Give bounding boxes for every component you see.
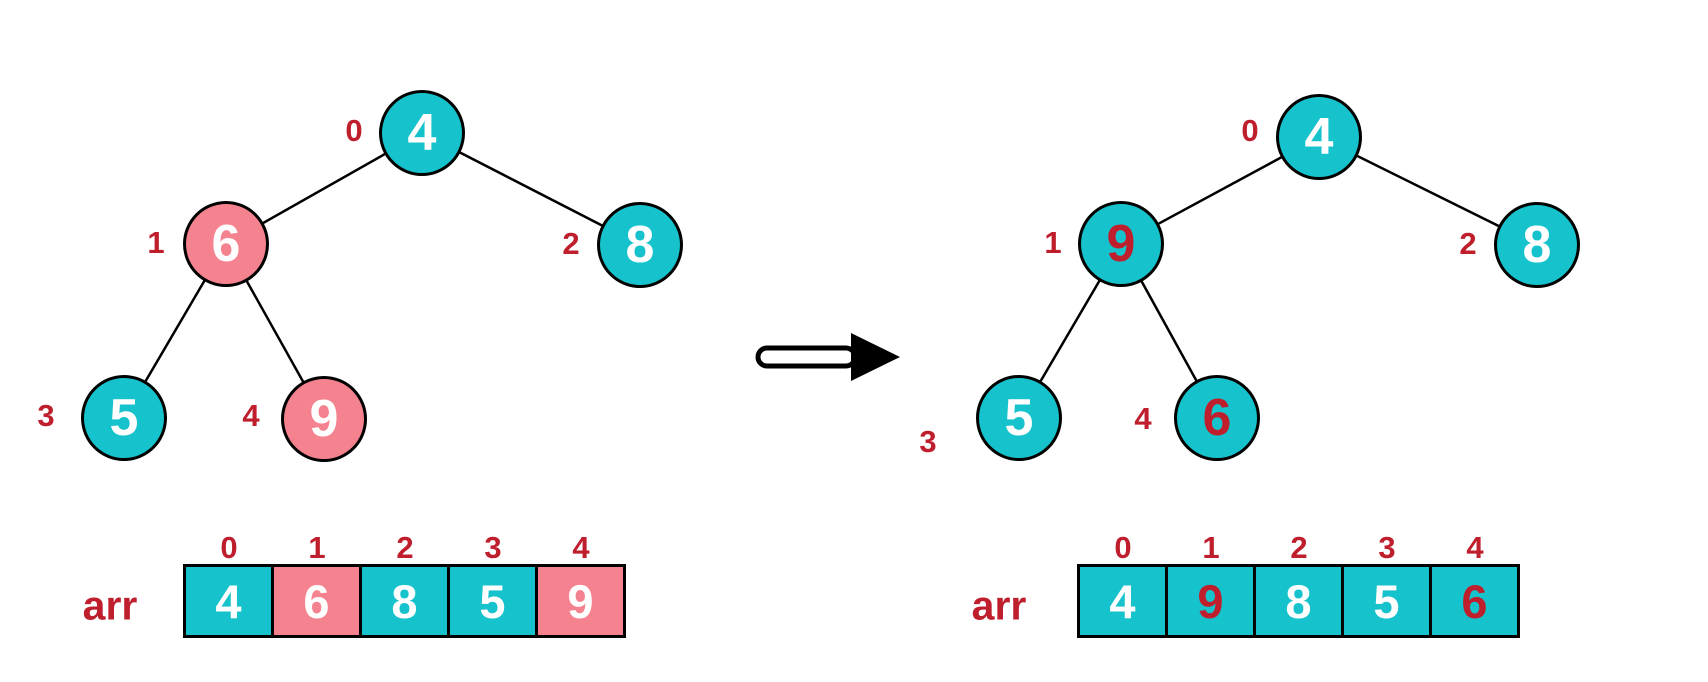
tree-node-value: 6 bbox=[211, 215, 241, 273]
tree-node: 5 bbox=[81, 375, 167, 461]
array-cell: 6 bbox=[1429, 567, 1517, 635]
array-name-label: arr bbox=[82, 582, 138, 629]
tree-node: 4 bbox=[379, 90, 465, 176]
tree-node-index-label: 1 bbox=[147, 225, 165, 260]
array-cell-value: 4 bbox=[1109, 574, 1136, 628]
tree-node-index-label: 3 bbox=[919, 424, 937, 459]
tree-node-index-label: 2 bbox=[562, 226, 580, 261]
array-cell-value: 4 bbox=[215, 574, 242, 628]
array-cell-value: 8 bbox=[1285, 574, 1312, 628]
array-cell: 4 bbox=[186, 567, 271, 635]
array-cell-value: 5 bbox=[1373, 574, 1400, 628]
array-cell: 9 bbox=[535, 567, 623, 635]
array-cell-value: 9 bbox=[567, 574, 594, 628]
array-cell: 6 bbox=[271, 567, 359, 635]
tree-node: 6 bbox=[1174, 375, 1260, 461]
array-cell-value: 6 bbox=[1461, 574, 1488, 628]
array-cell: 8 bbox=[359, 567, 447, 635]
tree-node: 9 bbox=[281, 376, 367, 462]
transform-arrow-icon bbox=[753, 327, 903, 392]
array-cell: 8 bbox=[1253, 567, 1341, 635]
tree-node-value: 5 bbox=[1004, 389, 1034, 447]
array-index-label: 0 bbox=[220, 530, 238, 565]
tree-node: 5 bbox=[976, 375, 1062, 461]
array-index-label: 1 bbox=[1202, 530, 1220, 565]
tree-node-value: 5 bbox=[109, 389, 139, 447]
array-index-label: 1 bbox=[308, 530, 326, 565]
array-name-label: arr bbox=[971, 582, 1027, 629]
array-index-label: 0 bbox=[1114, 530, 1132, 565]
heap-array: 4 9 8 5 6 bbox=[1077, 564, 1520, 638]
array-cell-value: 8 bbox=[391, 574, 418, 628]
tree-node: 4 bbox=[1276, 94, 1362, 180]
array-index-label: 4 bbox=[1466, 530, 1484, 565]
tree-node-index-label: 0 bbox=[345, 113, 363, 148]
array-index-label: 2 bbox=[1290, 530, 1308, 565]
tree-node-index-label: 0 bbox=[1241, 113, 1259, 148]
tree-node-value: 6 bbox=[1202, 389, 1232, 447]
tree-node: 6 bbox=[183, 201, 269, 287]
tree-node-value: 4 bbox=[407, 104, 437, 162]
tree-node-index-label: 2 bbox=[1459, 226, 1477, 261]
array-index-label: 2 bbox=[396, 530, 414, 565]
array-index-label: 4 bbox=[572, 530, 590, 565]
array-cell-value: 6 bbox=[303, 574, 330, 628]
tree-node-index-label: 1 bbox=[1044, 225, 1062, 260]
array-cell: 4 bbox=[1080, 567, 1165, 635]
tree-node: 8 bbox=[1494, 202, 1580, 288]
tree-node-value: 8 bbox=[625, 216, 655, 274]
array-cell-value: 9 bbox=[1197, 574, 1224, 628]
array-cell: 5 bbox=[447, 567, 535, 635]
tree-node-index-label: 3 bbox=[37, 398, 55, 433]
tree-node-value: 4 bbox=[1304, 108, 1334, 166]
tree-node-value: 8 bbox=[1522, 216, 1552, 274]
tree-node-index-label: 4 bbox=[1134, 401, 1152, 436]
array-index-label: 3 bbox=[484, 530, 502, 565]
tree-node: 8 bbox=[597, 202, 683, 288]
tree-node-index-label: 4 bbox=[242, 398, 260, 433]
array-cell: 9 bbox=[1165, 567, 1253, 635]
tree-node-value: 9 bbox=[1106, 215, 1136, 273]
heap-array: 4 6 8 5 9 bbox=[183, 564, 626, 638]
array-index-label: 3 bbox=[1378, 530, 1396, 565]
array-cell: 5 bbox=[1341, 567, 1429, 635]
array-cell-value: 5 bbox=[479, 574, 506, 628]
tree-node-value: 9 bbox=[309, 390, 339, 448]
tree-node: 9 bbox=[1078, 201, 1164, 287]
